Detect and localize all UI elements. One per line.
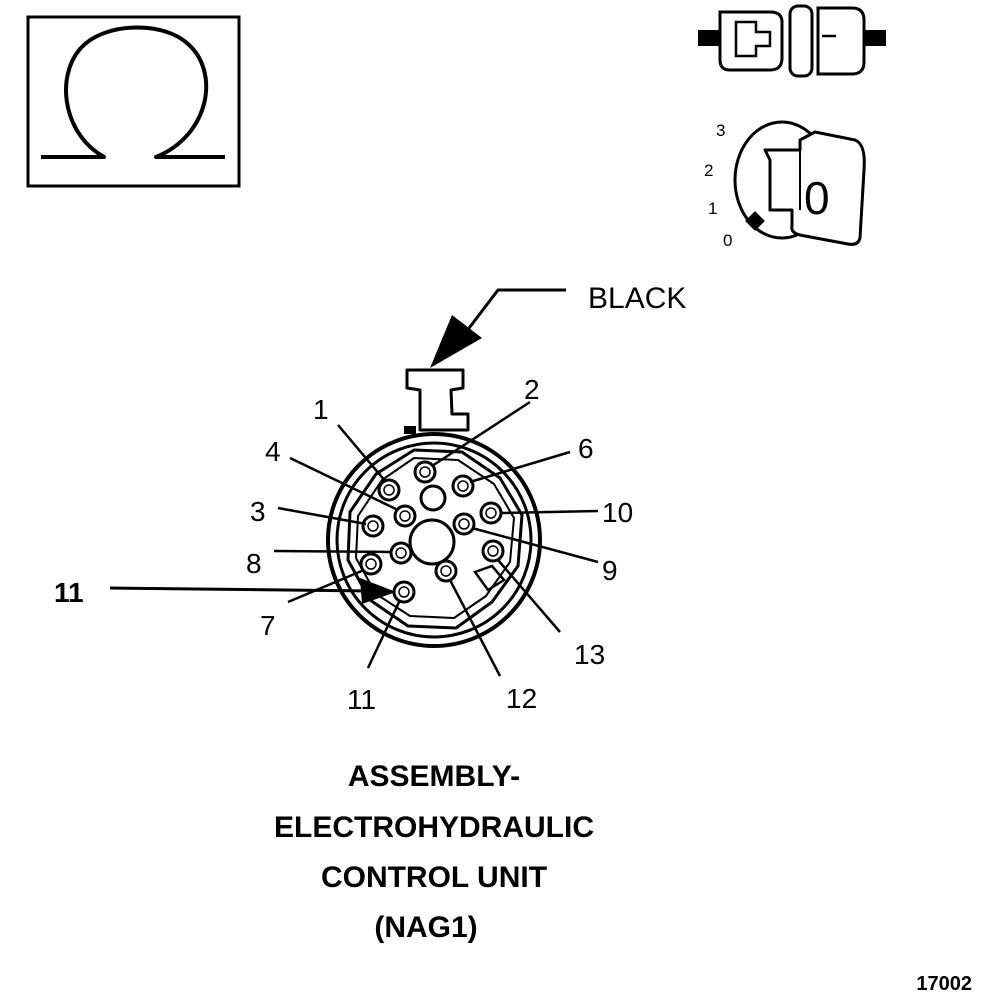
pin-cavity-11 (392, 580, 416, 604)
pin-cavity-1 (377, 478, 401, 502)
pin-cavity-3 (361, 514, 385, 538)
pin-label-2: 2 (524, 374, 540, 405)
ignition-position-3: 3 (716, 121, 725, 140)
title-line-3: CONTROL UNIT (321, 861, 547, 894)
ohm-icon (41, 25, 225, 159)
pin-label-13: 13 (574, 639, 605, 670)
key-position-glyph: 0 (804, 172, 830, 224)
pin-label-9: 9 (602, 555, 618, 586)
pin-label-4: 4 (265, 436, 281, 467)
figure-id: 17002 (916, 973, 972, 995)
ohm-symbol (26, 15, 241, 188)
pin-label-6: 6 (578, 433, 594, 464)
ignition-position-2: 2 (704, 161, 713, 180)
color-callout-arrowhead (430, 315, 482, 368)
color-callout: BLACK (430, 282, 686, 368)
pin-leader-lines (273, 400, 599, 677)
pin-cavity-9 (452, 512, 476, 536)
connector-disconnected-icon (698, 4, 886, 78)
pin-cavity-10 (479, 501, 503, 525)
pin-label-1: 1 (313, 394, 329, 425)
pin-label-3: 3 (250, 496, 266, 527)
title-line-4: (NAG1) (374, 911, 477, 944)
pin-cavity-12 (434, 559, 458, 583)
pin-label-11: 11 (347, 684, 376, 715)
pin-label-8: 8 (246, 548, 262, 579)
title-line-1: ASSEMBLY- (348, 760, 520, 793)
title-line-2: ELECTROHYDRAULIC (274, 811, 594, 844)
ignition-key-icon: 3 2 1 0 0 (704, 120, 866, 250)
connector-color-label: BLACK (588, 282, 686, 315)
ignition-position-1: 1 (708, 199, 717, 218)
pin-cavity-13 (481, 539, 505, 563)
pin-cavity-2 (413, 460, 437, 484)
ignition-position-0: 0 (723, 231, 732, 250)
pin-label-10: 10 (602, 497, 633, 528)
pin-cavity-6 (451, 474, 475, 498)
pin-cavity-7 (359, 552, 383, 576)
pin-label-7: 7 (260, 610, 276, 641)
callout-label-11: 11 (54, 577, 84, 608)
connector-face (326, 368, 542, 648)
pin-cavity-4 (393, 504, 417, 528)
pin-label-12: 12 (506, 683, 537, 714)
connector-title: ASSEMBLY- ELECTROHYDRAULIC CONTROL UNIT … (274, 760, 594, 944)
pin-cavity-8 (389, 541, 413, 565)
callout-arrow-11 (109, 578, 396, 604)
